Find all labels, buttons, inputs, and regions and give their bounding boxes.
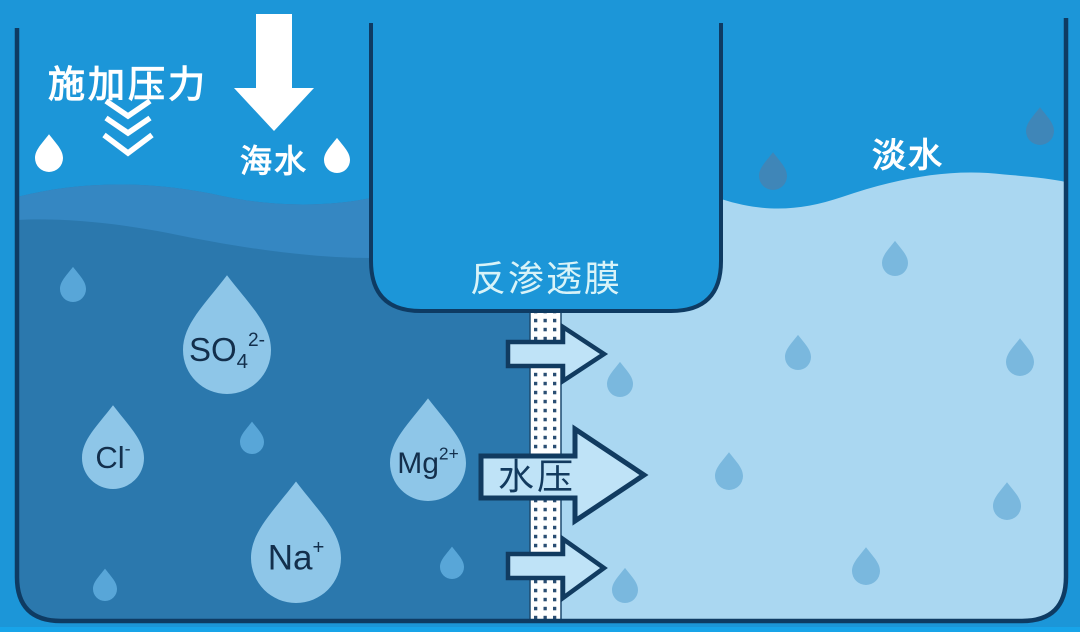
fresh-droplet	[882, 240, 908, 276]
pressure-chevrons-icon	[102, 98, 154, 157]
inner-tube-outline	[369, 23, 723, 313]
fresh-droplet	[785, 334, 811, 370]
falling-droplet	[1026, 107, 1054, 145]
freshwater-label: 淡水	[872, 137, 944, 175]
sulfate-ion-label: SO42-	[189, 330, 265, 373]
fresh-droplet	[1006, 338, 1034, 376]
sea-droplet	[240, 421, 264, 454]
fresh-droplet	[715, 452, 743, 490]
droplets-layer	[35, 107, 1054, 603]
magnesium-ion-label: Mg2+	[397, 443, 459, 480]
sodium-ion-label: Na+	[268, 537, 325, 578]
container-outline	[14, 18, 1069, 624]
fresh-droplet	[607, 361, 633, 397]
flow-arrow-top	[505, 322, 609, 386]
sea-droplet	[93, 568, 117, 601]
sea-droplet	[440, 546, 464, 579]
sulfate-ion-droplet	[183, 275, 271, 394]
freshwater-body	[561, 172, 1066, 621]
chloride-ion-droplet	[82, 405, 144, 489]
flow-arrow-bottom	[505, 534, 608, 603]
water-pressure-label: 水压	[498, 456, 576, 497]
apply-pressure-label: 施加压力	[48, 64, 208, 105]
magnesium-ion-droplet	[390, 398, 466, 501]
bottom-strip	[0, 627, 1080, 632]
pressure-down-arrow-icon	[234, 14, 314, 131]
fresh-droplet	[852, 547, 880, 585]
ions-layer: SO42- Cl- Mg2+ Na+	[82, 275, 466, 603]
surface-droplet	[35, 134, 63, 172]
membrane-label: 反渗透膜	[470, 258, 622, 299]
flow-arrow-middle	[478, 424, 649, 526]
fresh-droplet	[612, 567, 638, 603]
sea-droplet	[60, 266, 86, 302]
fresh-droplet	[993, 482, 1021, 520]
sodium-ion-droplet	[251, 481, 341, 603]
seawater-wave-band	[17, 184, 371, 258]
falling-droplet	[759, 152, 787, 190]
chloride-ion-label: Cl-	[95, 438, 130, 475]
surface-droplet	[324, 137, 350, 173]
seawater-body	[17, 184, 530, 621]
seawater-label: 海水	[240, 143, 308, 179]
